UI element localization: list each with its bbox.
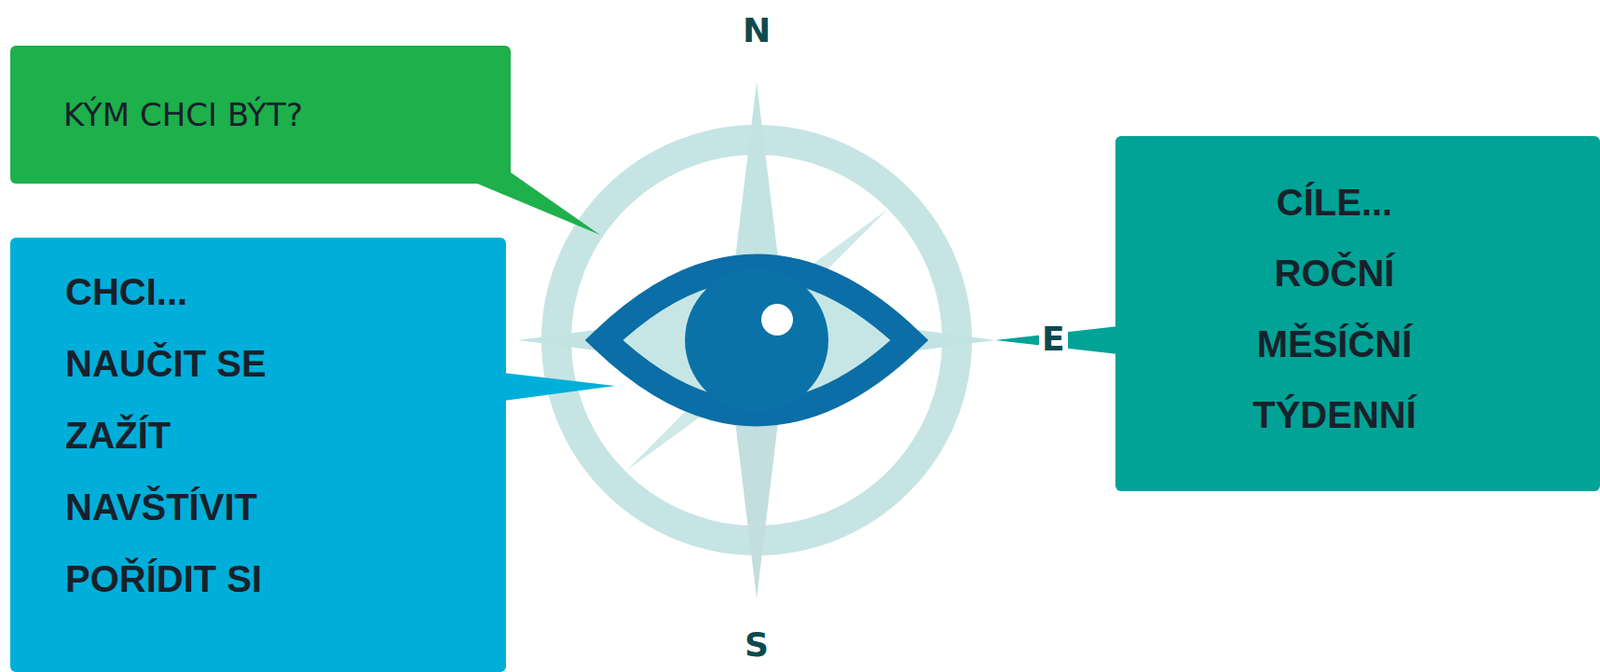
box-item: NAVŠTÍVIT [65,471,484,544]
eye-iris [684,268,829,412]
compass-north: N [742,13,771,48]
box-heading: KÝM CHCI BÝT? [63,86,489,143]
box-item: POŘÍDIT SI [65,543,484,616]
compass-south: S [744,628,769,662]
box-item: NAUČIT SE [65,328,484,400]
eye-highlight [761,303,794,336]
eye-outline [603,267,910,414]
box-item: ROČNÍ [1134,237,1535,309]
bubble-tail [503,372,616,401]
box-item: MĚSÍČNÍ [1134,308,1535,380]
box-heading: CHCI... [65,256,484,329]
box-item: ZAŽÍT [65,399,484,472]
box-heading: CÍLE... [1134,166,1535,238]
question-bubble: KÝM CHCI BÝT? [10,45,511,184]
compass-east: E [1039,321,1068,357]
wish-list-box: CHCI...NAUČIT SEZAŽÍTNAVŠTÍVITPOŘÍDIT SI [10,237,506,672]
box-item: TÝDENNÍ [1134,379,1535,451]
goals-box: CÍLE...ROČNÍMĚSÍČNÍTÝDENNÍ [1115,136,1600,492]
